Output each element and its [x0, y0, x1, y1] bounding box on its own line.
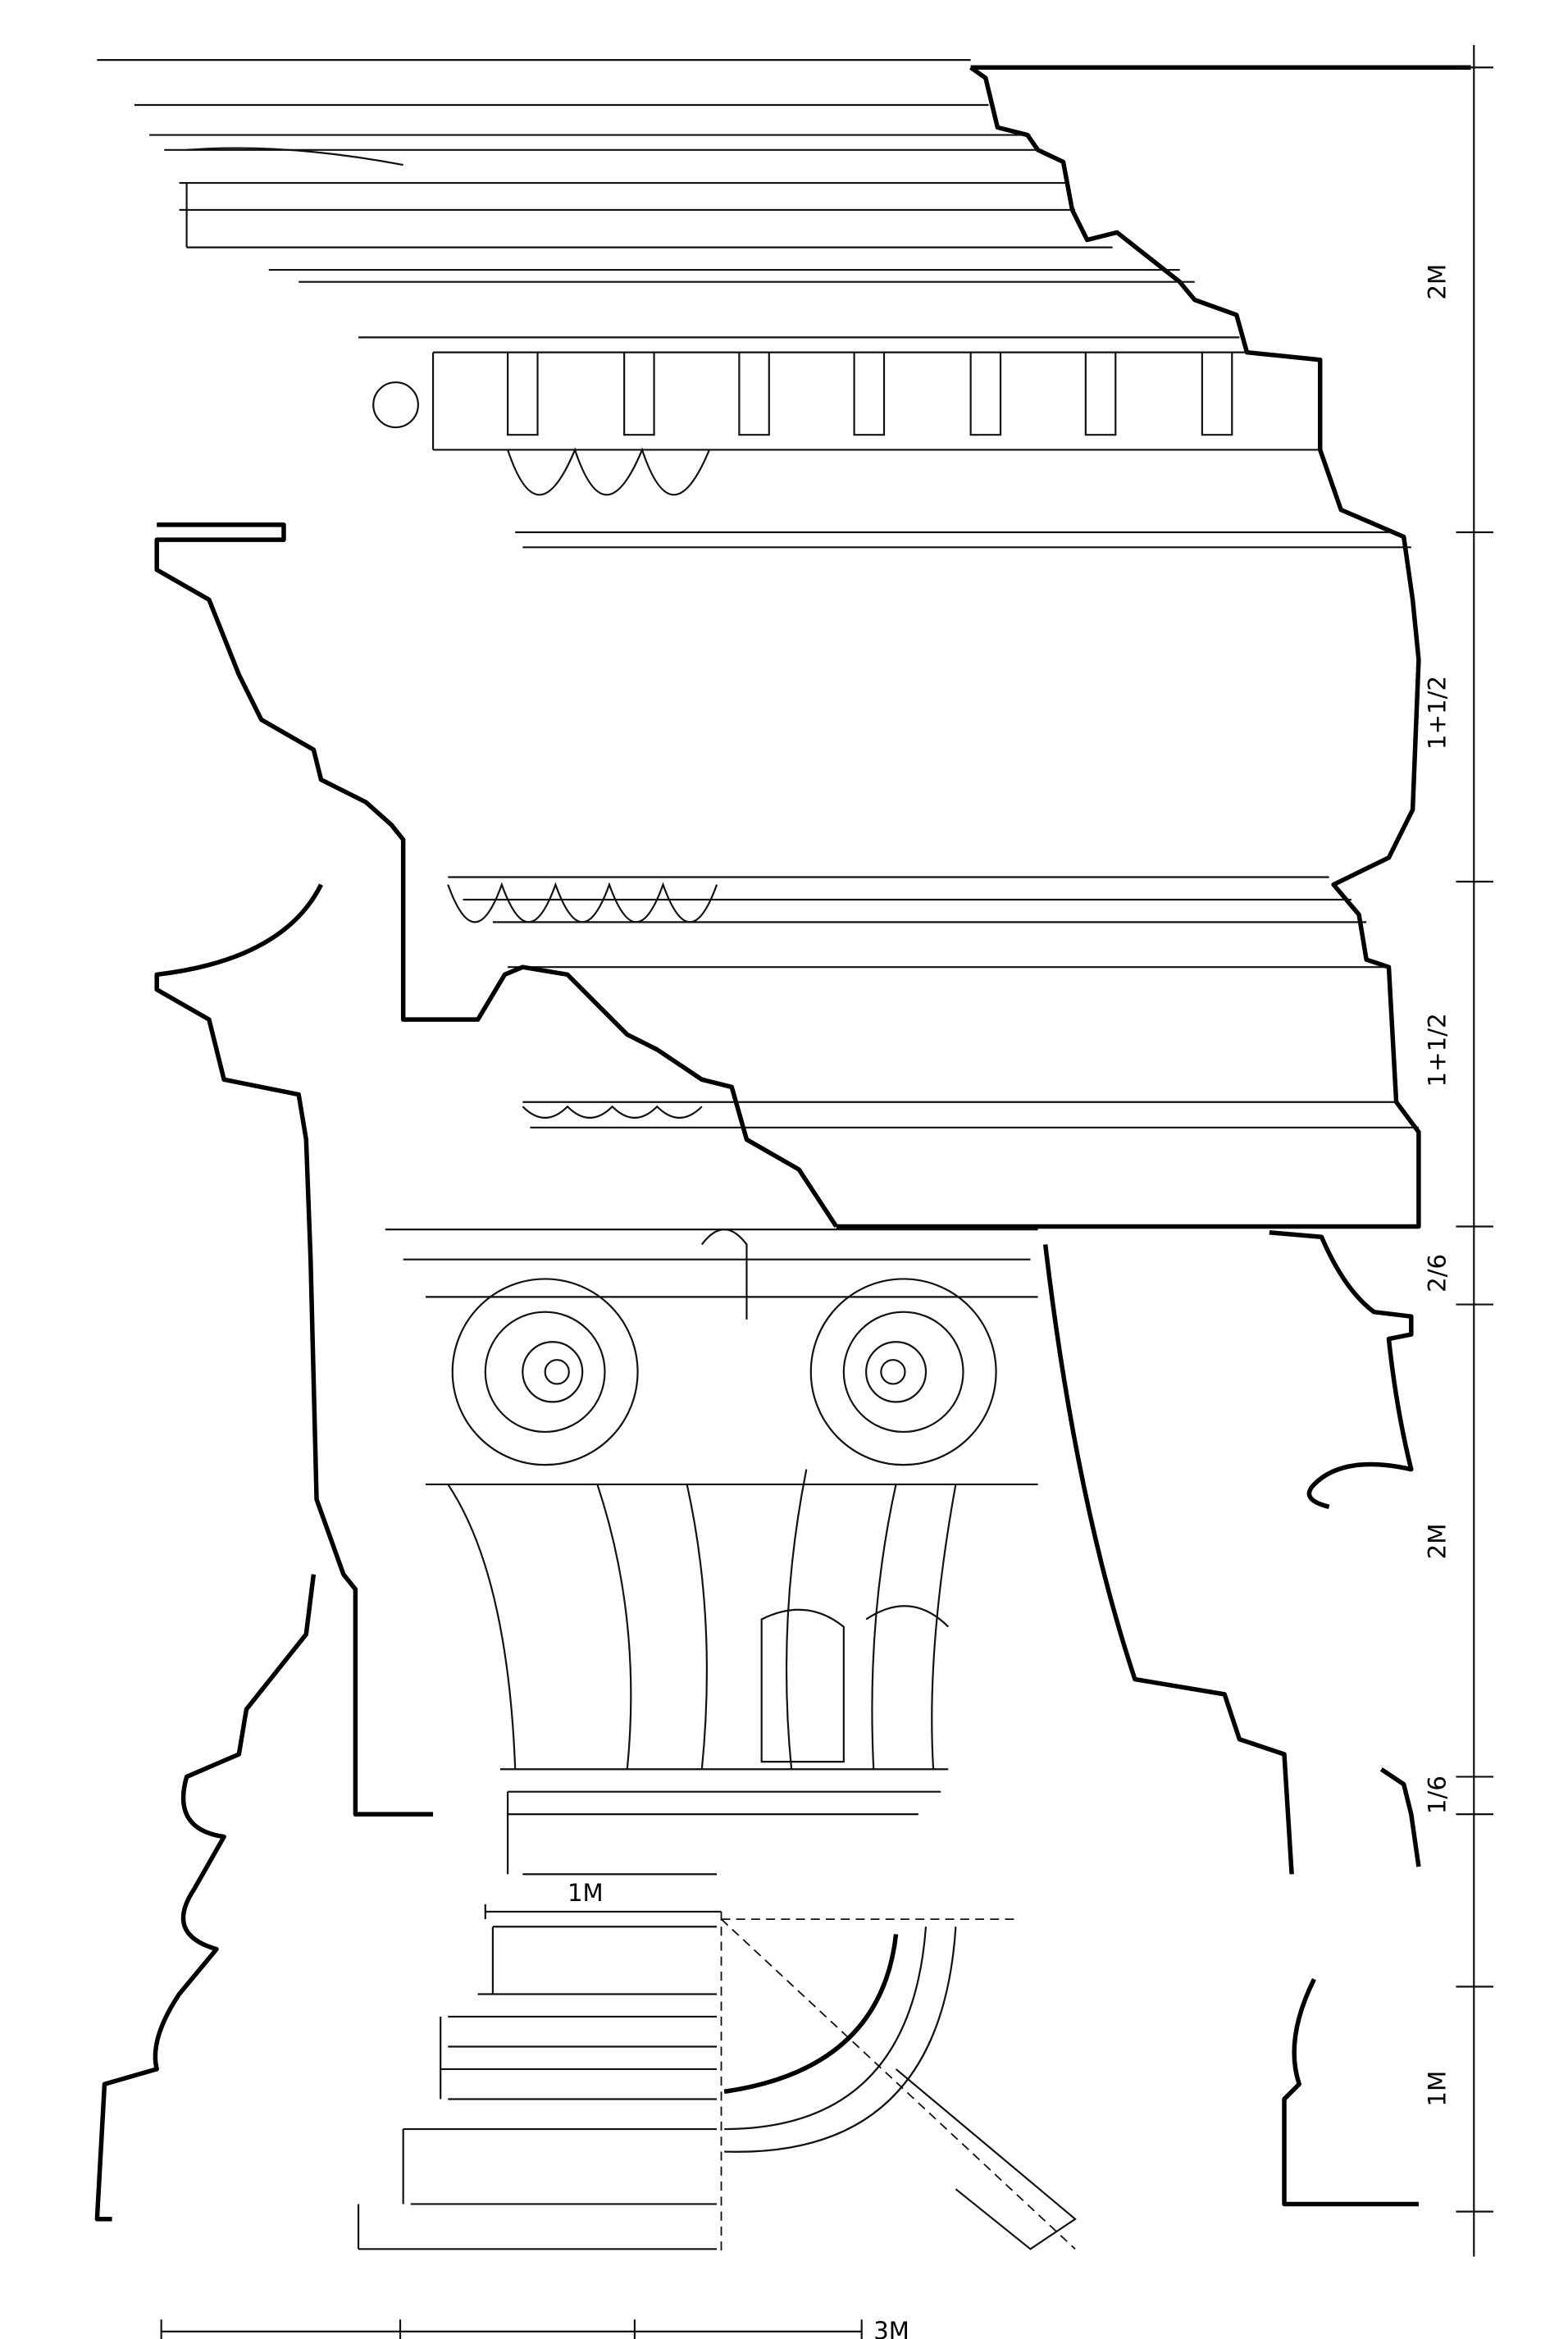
radius-label: 1M [567, 1879, 604, 1907]
column-base [357, 1791, 1077, 2257]
scale-label: 3M [873, 2317, 909, 2339]
dim-abacus: 2/6 [1424, 1254, 1452, 1293]
dim-base: 1M [1424, 2071, 1452, 2107]
module-dimension-line: 2M 1+1/2 1+1/2 2/6 2M 1/6 1M [1424, 44, 1493, 2257]
dim-capital: 2M [1424, 1523, 1452, 1559]
dim-astragal: 1/6 [1424, 1776, 1452, 1814]
left-profile [94, 522, 839, 2222]
scale-bar: 3M 1M [160, 1879, 909, 2339]
dim-frieze: 1+1/2 [1424, 676, 1452, 750]
dim-architrave: 1+1/2 [1424, 1013, 1452, 1087]
capital [385, 1229, 1421, 2207]
dentils [507, 352, 1233, 436]
dim-cornice: 2M [1424, 264, 1452, 300]
cornice [97, 59, 1471, 1229]
egg-and-dart-ornament [372, 381, 718, 1119]
